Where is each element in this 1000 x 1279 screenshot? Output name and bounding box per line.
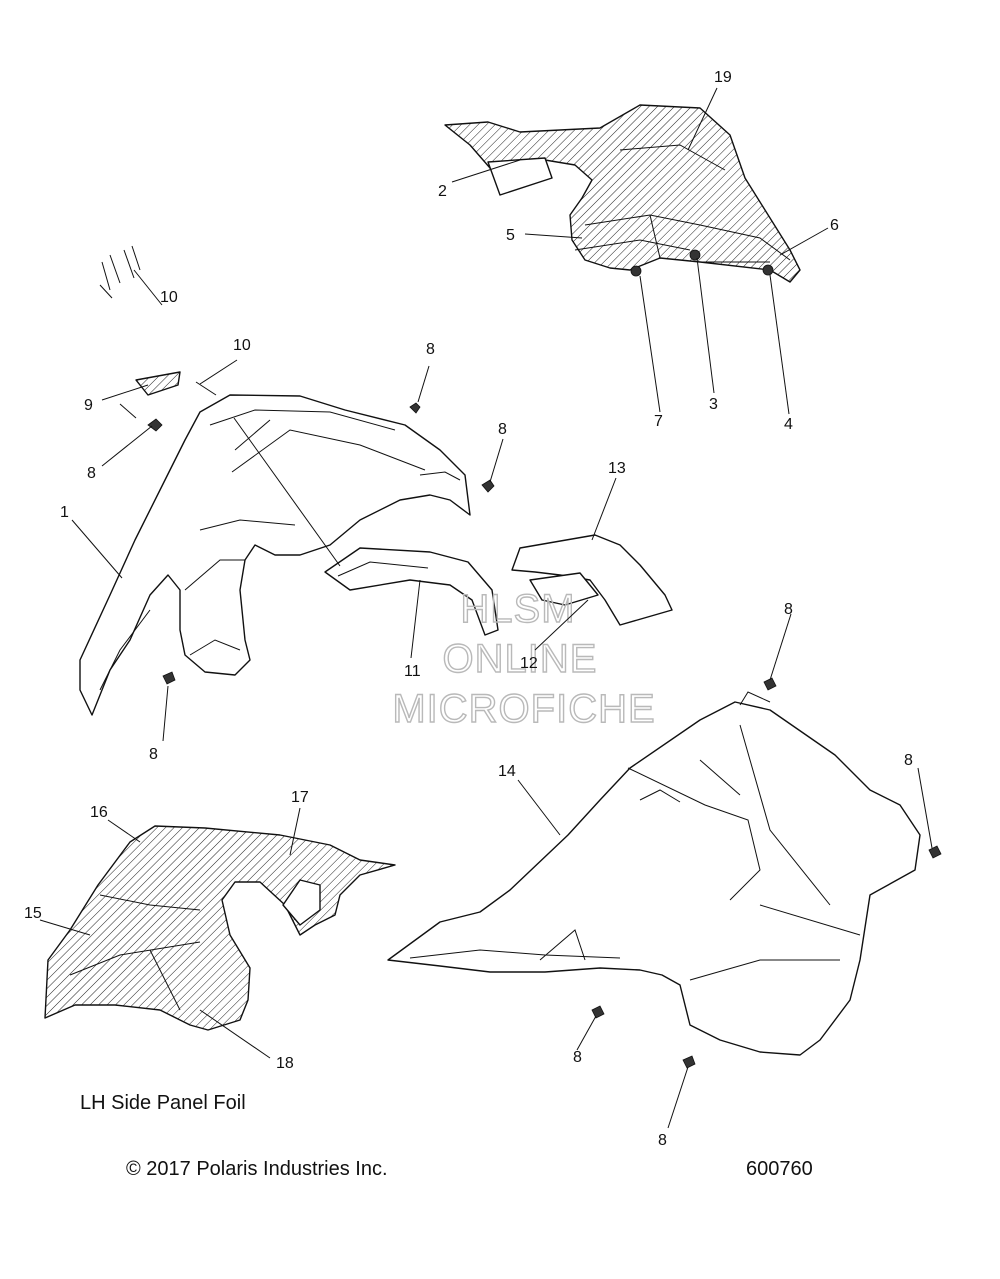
callout-8: 8 [573, 1049, 582, 1066]
leader-lines [39, 87, 933, 1129]
watermark-line-2: ONLINE [443, 637, 598, 681]
push-fasteners [147, 402, 942, 1069]
callout-12: 12 [520, 655, 538, 672]
rivets-and-bracket [99, 245, 217, 419]
callout-15: 15 [24, 905, 42, 922]
callout-18: 18 [276, 1055, 294, 1072]
callout-9: 9 [84, 397, 93, 414]
bracket-9 [135, 371, 181, 396]
callout-8: 8 [87, 465, 96, 482]
callout-8: 8 [498, 421, 507, 438]
callout-3: 3 [709, 396, 718, 413]
callout-4: 4 [784, 416, 793, 433]
fastener-4 [762, 264, 774, 276]
fastener-8 [162, 671, 176, 685]
hood-panel-assembly [444, 104, 801, 283]
callout-13: 13 [608, 460, 626, 477]
fastener-8 [147, 418, 163, 432]
callout-19: 19 [714, 69, 732, 86]
callout-10: 10 [233, 337, 251, 354]
fastener-7 [630, 265, 642, 277]
drawing-number: 600760 [746, 1158, 813, 1180]
callout-8: 8 [149, 746, 158, 763]
fastener-8 [481, 479, 495, 493]
callout-numbers: 19 2 5 6 7 3 4 10 10 9 8 8 8 1 8 13 11 1… [24, 69, 913, 1149]
fastener-8 [763, 677, 777, 691]
fastener-3 [689, 249, 701, 261]
watermark-line-3: MICROFICHE [392, 687, 655, 731]
callout-8: 8 [426, 341, 435, 358]
callout-6: 6 [830, 217, 839, 234]
callout-11: 11 [404, 663, 421, 680]
callout-8: 8 [784, 601, 793, 618]
callout-16: 16 [90, 804, 108, 821]
front-body-panel [79, 394, 471, 716]
watermark-line-1: HLSM [460, 587, 575, 631]
foil-13 [511, 534, 673, 626]
callout-17: 17 [291, 789, 309, 806]
callout-1: 1 [60, 504, 69, 521]
copyright-notice: © 2017 Polaris Industries Inc. [126, 1158, 388, 1180]
lh-side-panel-foil-label: LH Side Panel Foil [80, 1092, 246, 1114]
callout-8: 8 [658, 1132, 667, 1149]
callout-2: 2 [438, 183, 447, 200]
callout-8: 8 [904, 752, 913, 769]
callout-5: 5 [506, 227, 515, 244]
callout-7: 7 [654, 413, 663, 430]
fastener-8 [409, 402, 421, 414]
fastener-8 [928, 845, 942, 859]
fastener-8 [591, 1005, 605, 1019]
air-duct [324, 547, 499, 636]
lh-side-panel-foil [44, 825, 396, 1031]
watermark: HLSM ONLINE MICROFICHE [392, 586, 656, 731]
rh-side-panel [387, 691, 921, 1056]
callout-14: 14 [498, 763, 516, 780]
callout-10: 10 [160, 289, 178, 306]
fastener-8 [682, 1055, 696, 1069]
